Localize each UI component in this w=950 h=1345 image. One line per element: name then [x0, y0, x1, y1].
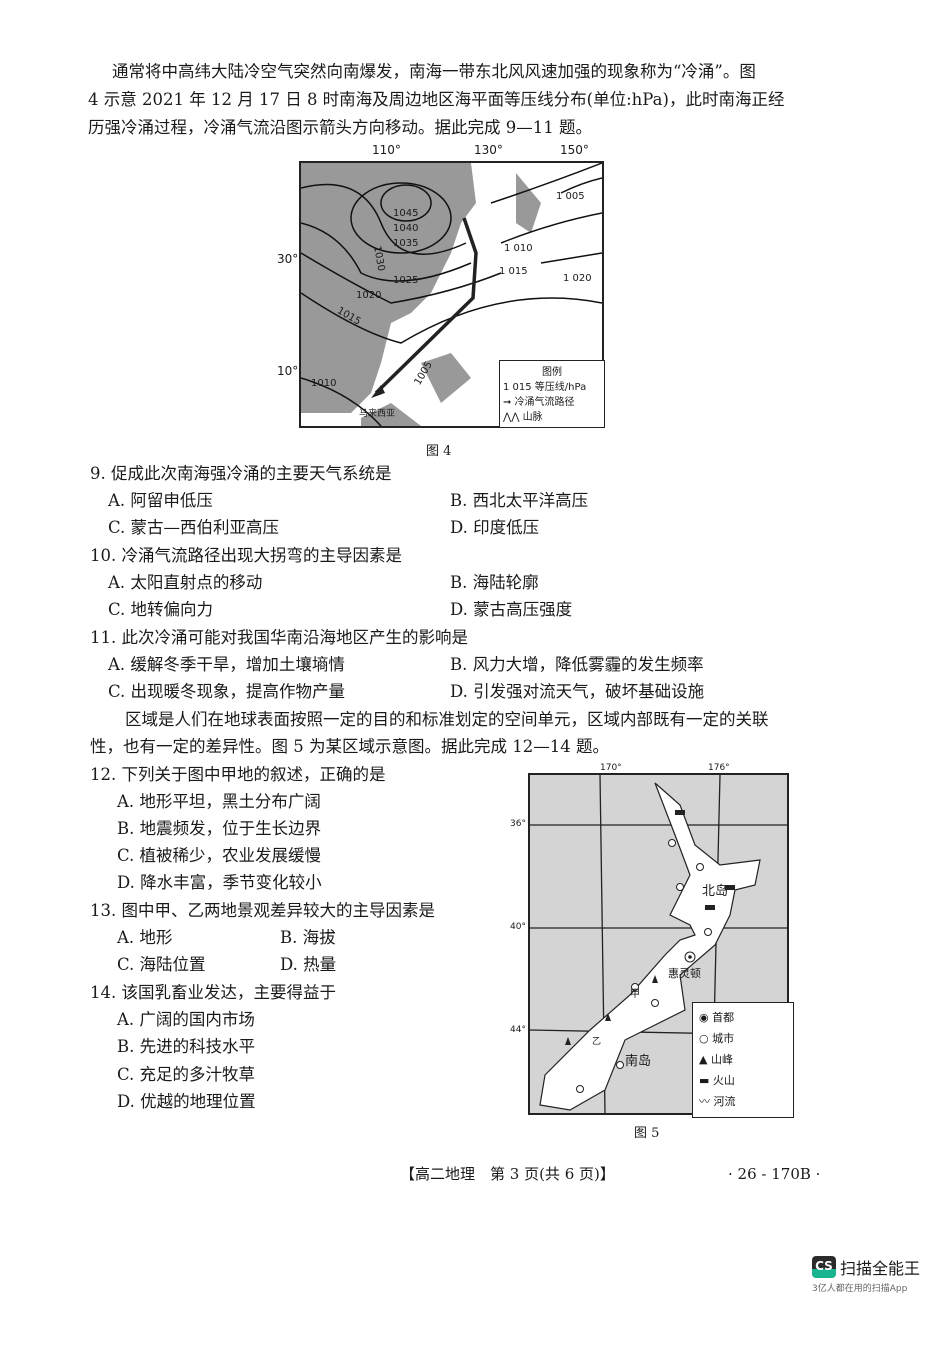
- legend-mountain: ⋀⋀ 山脉: [503, 412, 543, 423]
- option: C. 蒙古—西伯利亚高压: [108, 518, 280, 537]
- option: D. 优越的地理位置: [117, 1092, 256, 1111]
- intro-line: 4 示意 2021 年 12 月 17 日 8 时南海及周边地区海平面等压线分布…: [88, 90, 785, 109]
- lon-label: 110°: [372, 143, 401, 157]
- volcano-icon: ▬: [699, 1074, 713, 1087]
- option: D. 蒙古高压强度: [450, 600, 573, 619]
- isobar-label: 1025: [393, 275, 419, 286]
- option: C. 海陆位置: [117, 955, 206, 974]
- question-stem: 11. 此次冷涌可能对我国华南沿海地区产生的影响是: [90, 628, 468, 647]
- map-graphic: [300, 162, 603, 427]
- watermark-tagline: 3亿人都在用的扫描App: [812, 1284, 908, 1294]
- arrow-icon: ➞: [503, 397, 515, 408]
- lat-label: 36°: [510, 819, 526, 829]
- option: A. 阿留申低压: [108, 491, 213, 510]
- watermark-name: 扫描全能王: [840, 1259, 921, 1278]
- region-map: 北岛 南岛 惠灵顿 甲 乙 ◉ 首都 ○ 城市 ▲ 山峰 ▬ 火山 〰 河流: [528, 773, 794, 1118]
- isobar-label: 1 010: [504, 243, 533, 254]
- footer-page-info: 【高二地理 第 3 页(共 6 页)】: [400, 1165, 615, 1183]
- question-stem: 14. 该国乳畜业发达，主要得益于: [90, 983, 336, 1002]
- option: C. 出现暖冬现象，提高作物产量: [108, 682, 346, 701]
- lon-label: 150°: [560, 143, 589, 157]
- lat-label: 10°: [277, 364, 299, 378]
- option: A. 太阳直射点的移动: [108, 573, 263, 592]
- peak-icon: ▲: [699, 1053, 711, 1066]
- option: A. 地形: [117, 928, 173, 947]
- option: D. 引发强对流天气，破坏基础设施: [450, 682, 705, 701]
- intro-line: 通常将中高纬大陆冷空气突然向南爆发，南海一带东北风风速加强的现象称为“冷涌”。图: [112, 62, 756, 81]
- camscanner-logo: CS: [812, 1256, 836, 1278]
- river-icon: 〰: [699, 1095, 714, 1108]
- north-island-label: 北岛: [702, 884, 729, 899]
- intro-line: 性，也有一定的差异性。图 5 为某区域示意图。据此完成 12—14 题。: [90, 737, 609, 756]
- option: B. 风力大增，降低雾霾的发生频率: [450, 655, 704, 674]
- legend-peak: ▲ 山峰: [699, 1053, 733, 1066]
- option: D. 热量: [280, 955, 337, 974]
- option: B. 海陆轮廓: [450, 573, 539, 592]
- wellington-label: 惠灵顿: [668, 967, 701, 980]
- intro-line: 区域是人们在地球表面按照一定的目的和标准划定的空间单元，区域内部既有一定的关联: [125, 710, 769, 729]
- isobar-label: 1 020: [563, 273, 592, 284]
- footer-code: · 26 - 170B ·: [728, 1165, 821, 1183]
- option: B. 地震频发，位于生长边界: [117, 819, 322, 838]
- figure-caption: 图 4: [426, 444, 452, 459]
- legend-capital: ◉ 首都: [699, 1011, 735, 1024]
- isobar-label: 1 005: [556, 191, 585, 202]
- place-label: 马来西亚: [359, 409, 396, 419]
- lat-label: 40°: [510, 922, 526, 932]
- legend-city: ○ 城市: [699, 1032, 735, 1045]
- option: D. 降水丰富，季节变化较小: [117, 873, 322, 892]
- legend-route: ➞ 冷涌气流路径: [503, 397, 575, 408]
- option: B. 海拔: [280, 928, 336, 947]
- isobar-map: 1045 1040 1035 1030 1025 1020 1015 1010 …: [299, 161, 605, 428]
- isobar-label: 1040: [393, 223, 419, 234]
- place-yi-label: 乙: [592, 1037, 602, 1047]
- isobar-label: 1010: [311, 378, 337, 389]
- isobar-label: 1035: [393, 238, 419, 249]
- map-legend: 图例 1 015 等压线/hPa ➞ 冷涌气流路径 ⋀⋀ 山脉: [499, 360, 605, 428]
- south-island-label: 南岛: [625, 1054, 652, 1069]
- lon-label: 130°: [474, 143, 503, 157]
- question-stem: 13. 图中甲、乙两地景观差异较大的主导因素是: [90, 901, 435, 920]
- option: A. 地形平坦，黑土分布广阔: [117, 792, 321, 811]
- mountain-icon: ⋀⋀: [503, 412, 523, 423]
- figure-caption: 图 5: [634, 1126, 660, 1141]
- legend-river: 〰 河流: [699, 1095, 736, 1108]
- city-icon: ○: [699, 1032, 713, 1045]
- legend-volcano: ▬ 火山: [699, 1074, 735, 1087]
- lon-label: 170°: [600, 763, 622, 773]
- option: D. 印度低压: [450, 518, 540, 537]
- question-stem: 12. 下列关于图中甲地的叙述，正确的是: [90, 765, 386, 784]
- legend-isobar: 1 015 等压线/hPa: [503, 382, 587, 393]
- legend-title: 图例: [542, 367, 562, 378]
- lon-label: 176°: [708, 763, 730, 773]
- option: A. 缓解冬季干旱，增加土壤墒情: [108, 655, 345, 674]
- option: C. 充足的多汁牧草: [117, 1065, 256, 1084]
- question-stem: 9. 促成此次南海强冷涌的主要天气系统是: [90, 464, 392, 483]
- capital-icon: ◉: [699, 1011, 713, 1024]
- option: C. 植被稀少，农业发展缓慢: [117, 846, 322, 865]
- intro-line: 历强冷涌过程，冷涌气流沿图示箭头方向移动。据此完成 9—11 题。: [88, 118, 592, 137]
- lat-label: 30°: [277, 252, 299, 266]
- lat-label: 44°: [510, 1025, 526, 1035]
- map-legend: ◉ 首都 ○ 城市 ▲ 山峰 ▬ 火山 〰 河流: [692, 1002, 794, 1118]
- option: B. 西北太平洋高压: [450, 491, 589, 510]
- question-stem: 10. 冷涌气流路径出现大拐弯的主导因素是: [90, 546, 402, 565]
- place-jia-label: 甲: [630, 989, 640, 1000]
- option: C. 地转偏向力: [108, 600, 214, 619]
- isobar-label: 1045: [393, 208, 419, 219]
- isobar-label: 1 015: [499, 266, 528, 277]
- option: A. 广阔的国内市场: [117, 1010, 255, 1029]
- isobar-label: 1020: [356, 290, 382, 301]
- option: B. 先进的科技水平: [117, 1037, 256, 1056]
